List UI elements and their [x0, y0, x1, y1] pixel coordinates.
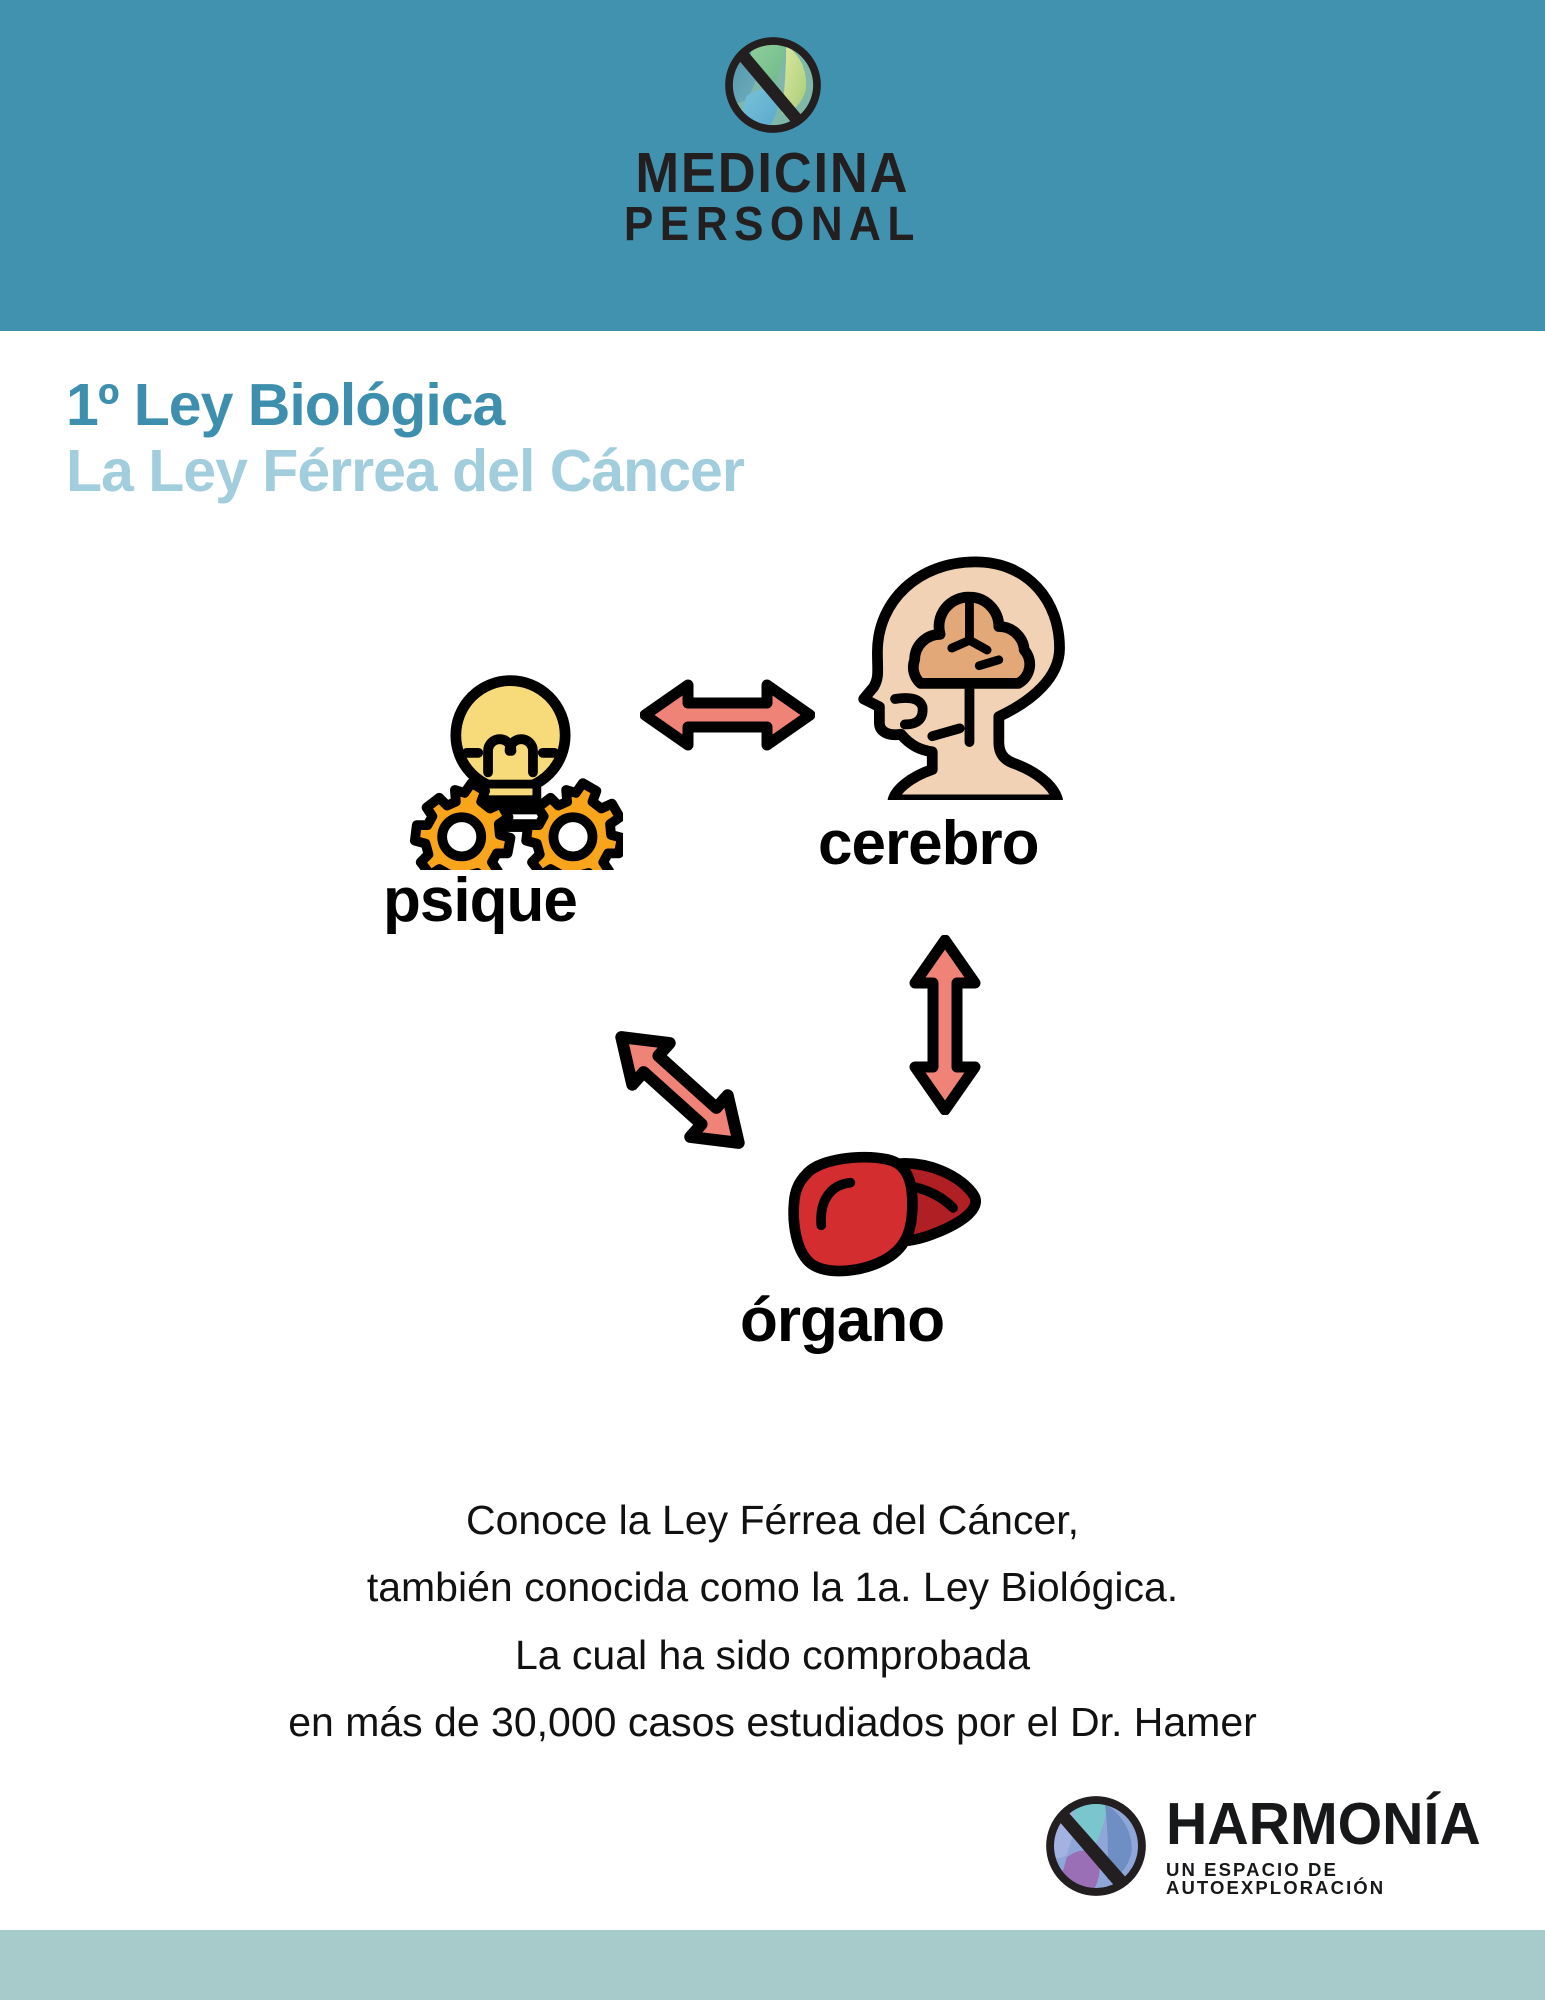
harmonia-logo: HARMONÍA UN ESPACIO DE AUTOEXPLORACIÓN: [1040, 1790, 1545, 1902]
header-band: MEDICINA PERSONAL: [0, 0, 1545, 331]
node-label-organo: órgano: [740, 1286, 945, 1355]
brand-name: MEDICINA PERSONAL: [611, 141, 934, 252]
node-label-psique: psique: [383, 866, 578, 935]
body-line-3: La cual ha sido comprobada: [514, 1631, 1031, 1678]
liver-icon: [788, 1151, 981, 1277]
body-paragraph: Conoce la Ley Férrea del Cáncer, también…: [0, 1490, 1545, 1759]
arrow-psique-organo: [615, 1031, 745, 1149]
harmonia-wordmark: HARMONÍA UN ESPACIO DE AUTOEXPLORACIÓN: [1166, 1790, 1545, 1898]
head-brain-icon: [858, 556, 1065, 800]
page-title: 1º Ley Biológica La Ley Férrea del Cánce…: [66, 372, 745, 505]
body-line-4: en más de 30,000 casos estudiados por el…: [288, 1698, 1257, 1745]
brand-line-personal: PERSONAL: [624, 198, 921, 252]
body-line-2: también conocida como la 1a. Ley Biológi…: [366, 1564, 1179, 1611]
harmonia-circle-logo-icon: [1046, 1796, 1146, 1896]
arrow-psique-cerebro: [640, 679, 815, 751]
lightbulb-gears-icon: [409, 675, 623, 870]
arrow-cerebro-organo: [909, 935, 981, 1115]
title-line-1: 1º Ley Biológica: [66, 372, 505, 438]
harmonia-tagline: UN ESPACIO DE AUTOEXPLORACIÓN: [1166, 1858, 1386, 1898]
title-line-2: La Ley Férrea del Cáncer: [66, 438, 745, 505]
body-line-1: Conoce la Ley Férrea del Cáncer,: [465, 1497, 1080, 1543]
footer-band: [0, 1930, 1545, 2000]
node-label-cerebro: cerebro: [818, 809, 1039, 878]
harmonia-brand-name: HARMONÍA: [1166, 1790, 1481, 1857]
brand-line-medicina: MEDICINA: [635, 141, 910, 205]
medicina-personal-circle-logo-icon: [724, 37, 821, 133]
psique-cerebro-organo-diagram: psique cerebro: [0, 556, 1545, 1355]
